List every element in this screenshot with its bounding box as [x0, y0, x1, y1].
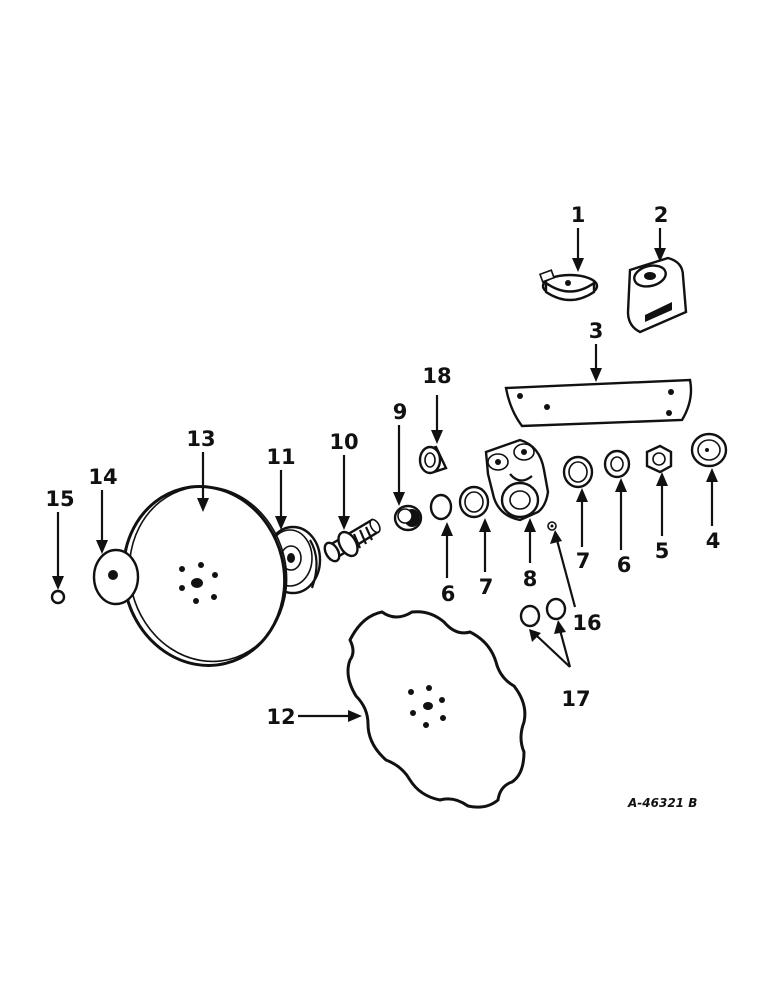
part-7-seal-left [458, 485, 490, 519]
callout-8: 8 [523, 567, 538, 591]
callout-5: 5 [655, 539, 670, 563]
part-2-bearing-housing [626, 256, 688, 334]
callout-16: 16 [572, 611, 601, 635]
callout-18: 18 [422, 364, 451, 388]
part-14-dust-shield [92, 548, 140, 606]
callout-14: 14 [88, 465, 117, 489]
figure-reference-number: A-46321 B [627, 796, 697, 810]
part-7-seal-right [562, 455, 594, 489]
part-8-hub-assembly [484, 438, 550, 522]
callout-labels: 1 2 3 4 5 6 7 8 16 17 7 6 18 9 10 11 13 … [45, 203, 720, 729]
callout-6-left: 6 [441, 582, 456, 606]
part-3-mounting-bar [504, 378, 693, 428]
part-16-grease-fitting [547, 521, 557, 531]
callout-9: 9 [393, 400, 408, 424]
callout-12: 12 [266, 705, 295, 729]
part-18-bushing [418, 445, 448, 475]
callout-arrows [52, 228, 718, 722]
part-1-clamp [538, 269, 599, 302]
callout-7-right: 7 [576, 549, 591, 573]
callout-4: 4 [706, 529, 721, 553]
callout-10: 10 [329, 430, 358, 454]
part-4-dust-cap [690, 432, 728, 468]
callout-1: 1 [571, 203, 586, 227]
part-15-small-washer [50, 589, 66, 605]
callout-7-left: 7 [479, 575, 494, 599]
part-9-spacer [393, 504, 423, 532]
callout-3: 3 [589, 319, 604, 343]
part-17-rings [519, 597, 567, 628]
part-6-washer-right [603, 449, 631, 479]
callout-6-right: 6 [617, 553, 632, 577]
callout-11: 11 [266, 445, 295, 469]
callout-13: 13 [186, 427, 215, 451]
part-5-hex-nut [645, 444, 673, 474]
callout-17: 17 [561, 687, 590, 711]
callout-15: 15 [45, 487, 74, 511]
part-12-notched-disc-blade [346, 610, 527, 809]
part-6-washer-left [429, 493, 453, 521]
callout-2: 2 [654, 203, 669, 227]
part-10-spindle [323, 518, 381, 563]
